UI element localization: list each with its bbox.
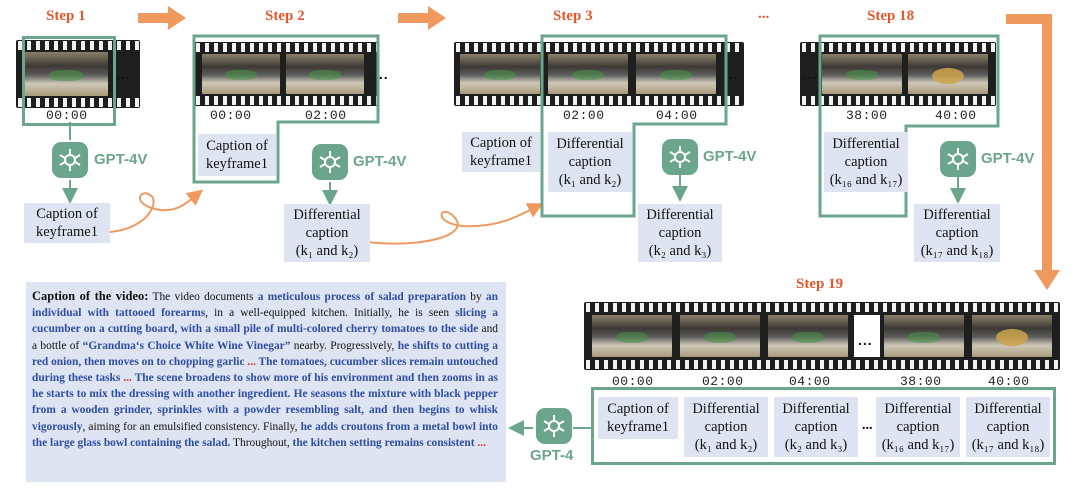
film-strip-icon [584, 302, 1060, 370]
right-arrow-icon [398, 6, 446, 30]
caption-keyframe1: Caption of keyframe1 [198, 134, 276, 176]
differential-caption-k1-k2: Differential caption (k₁ and k₂) [284, 204, 370, 262]
curly-connector [367, 203, 544, 245]
openai-logo-icon [52, 142, 88, 178]
film-strip-icon [454, 42, 744, 106]
caption-keyframe1: Caption of keyframe1 [598, 397, 678, 439]
curly-connector [109, 189, 204, 233]
step-1-label: Step 1 [46, 8, 86, 24]
step-3-label: Step 3 [553, 8, 593, 24]
film-strip-icon [800, 42, 996, 106]
film-dots: ... [803, 66, 818, 82]
film-strip-icon [194, 42, 378, 106]
timestamp: 38:00 [846, 108, 888, 123]
differential-caption-k17-k18: Differential caption (k₁₇ and k₁₈) [966, 397, 1050, 457]
down-arrow-icon [1006, 14, 1060, 290]
video-caption-text: Caption of the video: The video document… [32, 289, 499, 449]
timestamp: 40:00 [935, 108, 977, 123]
step-3-frame [540, 34, 728, 218]
differential-caption-k1-k2: Differential caption (k₁ and k₂) [548, 132, 632, 192]
right-arrow-icon [138, 6, 186, 30]
differential-caption-k1-k2: Differential caption (k₁ and k₂) [684, 397, 768, 457]
step-2-label: Step 2 [265, 8, 305, 24]
timestamp: 04:00 [789, 374, 831, 389]
film-strip-icon [16, 40, 140, 108]
step-19-label: Step 19 [796, 276, 844, 292]
timestamp: 00:00 [612, 374, 654, 389]
gpt4v-label: GPT-4V [981, 150, 1035, 167]
openai-logo-icon [662, 139, 698, 175]
gpt4v-label: GPT-4V [703, 148, 757, 165]
openai-logo-icon [536, 408, 572, 444]
openai-logo-icon [940, 141, 976, 177]
gpt4v-label: GPT-4V [353, 153, 407, 170]
video-caption-panel [26, 282, 506, 482]
step-18-frame [818, 34, 1000, 218]
step-1-frame [22, 36, 116, 126]
timestamp: 02:00 [702, 374, 744, 389]
openai-logo-icon [312, 144, 348, 180]
differential-caption-k17-k18: Differential caption (k₁₇ and k₁₈) [914, 204, 1000, 262]
timestamp: 02:00 [305, 108, 347, 123]
step-18-label: Step 18 [867, 8, 915, 24]
timestamp: 40:00 [988, 374, 1030, 389]
captions-ellipsis: ... [862, 418, 873, 433]
gpt4v-label: GPT-4V [94, 151, 148, 168]
differential-caption-k16-k17: Differential caption (k₁₆ and k₁₇) [876, 397, 960, 457]
caption-keyframe1: Caption of keyframe1 [462, 132, 540, 172]
timestamp: 00:00 [210, 108, 252, 123]
timestamp: 02:00 [563, 108, 605, 123]
differential-caption-k2-k3: Differential caption (k₂ and k₃) [638, 204, 722, 262]
caption-keyframe1: Caption of keyframe1 [24, 203, 110, 243]
timestamp: 38:00 [900, 374, 942, 389]
step-19-frame [591, 387, 1056, 465]
gpt4-label: GPT-4 [530, 447, 574, 464]
timestamp: 04:00 [656, 108, 698, 123]
film-dots: ... [858, 332, 873, 348]
film-dots: ... [116, 66, 131, 82]
steps-ellipsis: ... [758, 6, 770, 22]
step-2-frame [192, 34, 380, 184]
differential-caption-k16-k17: Differential caption (k₁₆ and k₁₇) [824, 132, 908, 192]
differential-caption-k2-k3: Differential caption (k₂ and k₃) [774, 397, 858, 457]
timestamp: 00:00 [46, 108, 88, 123]
